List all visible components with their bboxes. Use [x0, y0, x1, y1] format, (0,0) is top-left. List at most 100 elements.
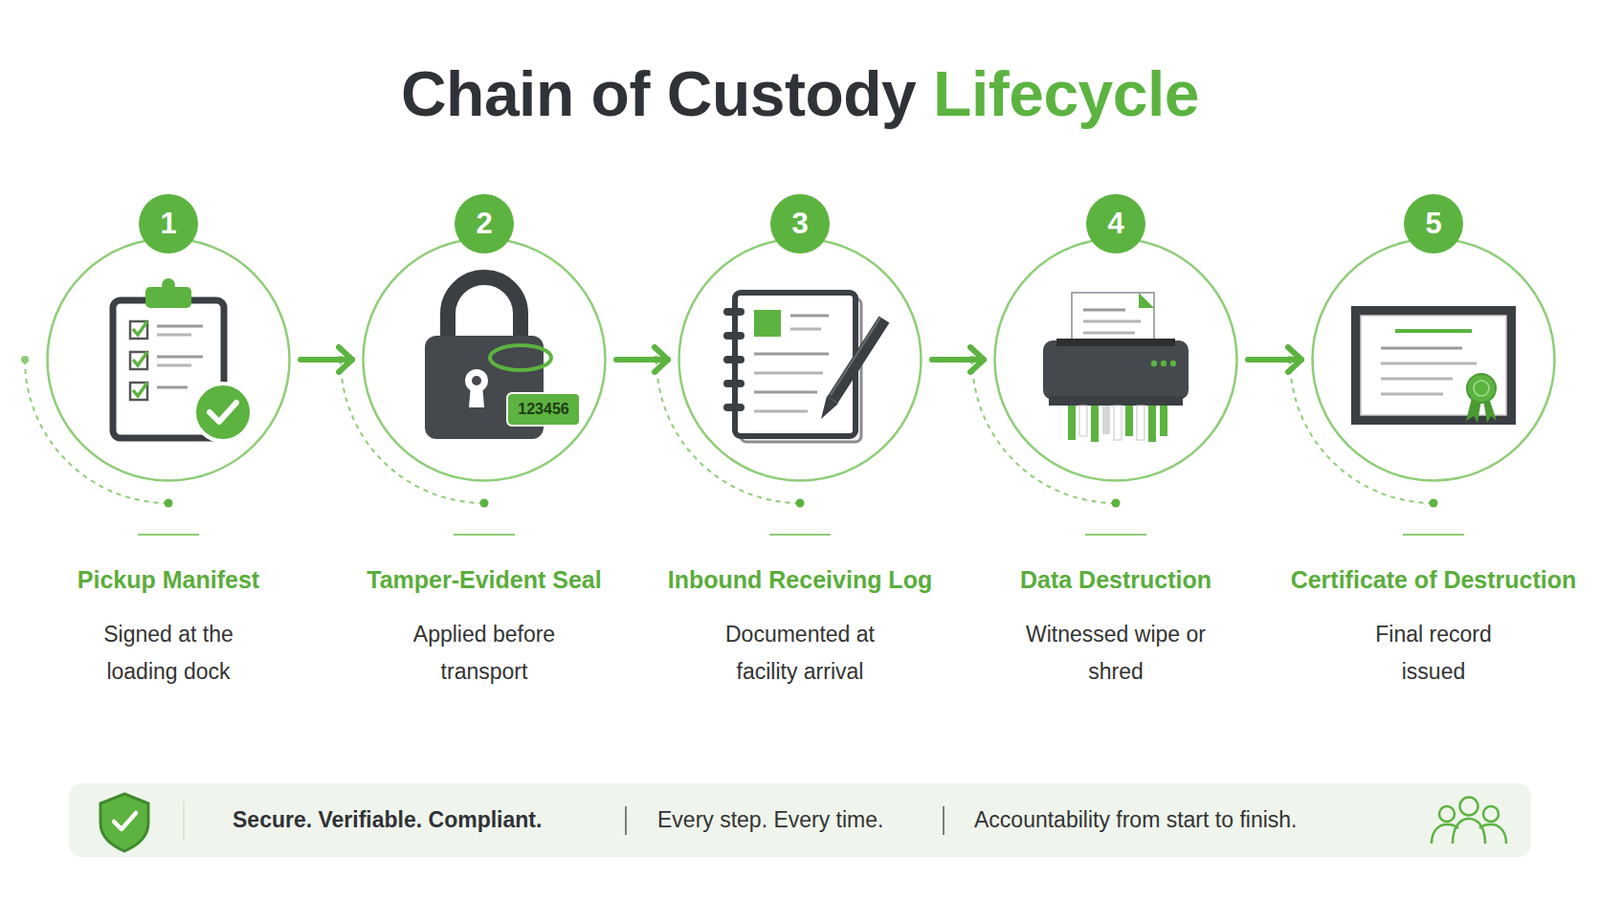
seal-number: 123456 — [507, 393, 580, 426]
step-circle: Tamper-Evident SealApplied before transp… — [361, 237, 607, 483]
notebook-icon — [723, 292, 885, 443]
step-ring — [45, 237, 291, 483]
arc-dot — [21, 355, 29, 364]
step-decor — [968, 355, 1147, 535]
step-title: Tamper-Evident Seal — [340, 560, 628, 600]
spiral-ring — [723, 355, 745, 364]
certificate-icon — [1351, 306, 1516, 425]
text-line — [1380, 393, 1444, 397]
arc-dot — [796, 499, 805, 509]
checkbox — [130, 352, 148, 370]
shredder-base — [1048, 396, 1183, 406]
status-light — [1170, 360, 1177, 367]
underline — [137, 533, 200, 536]
step-decor — [652, 355, 831, 535]
checkbox — [130, 321, 148, 339]
step-title: Inbound Receiving Log — [656, 560, 944, 600]
step-description: Signed at the loading dock — [77, 616, 260, 691]
seal-medal — [1473, 380, 1489, 397]
text-line — [156, 386, 188, 390]
shred-strip — [1113, 405, 1122, 441]
paper-sheet — [1071, 292, 1155, 353]
seal-medal — [1466, 374, 1496, 403]
certificate-frame — [1351, 306, 1516, 425]
step-decor — [336, 355, 515, 535]
arc-dot — [336, 355, 345, 364]
step-number-badge: 2 — [454, 194, 514, 254]
step-description: Witnessed wipe or shred — [1024, 616, 1207, 691]
step-circle: Pickup ManifestSigned at the loading doc… — [45, 237, 291, 483]
text-line — [156, 325, 203, 329]
check-mark — [133, 382, 148, 397]
step-title: Pickup Manifest — [24, 560, 312, 600]
shred-strip — [1136, 405, 1145, 441]
step-circle: Certificate of DestructionFinal record i… — [1311, 237, 1556, 483]
spiral-ring — [723, 379, 745, 388]
clipboard-icon — [112, 278, 252, 442]
step-number-badge: 3 — [770, 194, 830, 254]
arrow-head — [1288, 347, 1302, 373]
step-ring — [361, 237, 607, 483]
step-caption: Tamper-Evident SealApplied before transp… — [340, 560, 628, 691]
status-light — [1160, 360, 1167, 367]
certificate-heading-line — [1395, 329, 1472, 334]
keyhole — [468, 384, 485, 408]
step-number: 3 — [791, 206, 808, 241]
flow-arrow — [932, 347, 984, 373]
step-ring — [1311, 237, 1556, 483]
shredder-slot — [1056, 338, 1176, 347]
step-ring-circle — [995, 239, 1238, 482]
page-title: Chain of Custody Lifecycle — [400, 57, 1200, 131]
shred-strip — [1090, 405, 1099, 443]
text-line — [754, 391, 818, 395]
step-description: Final record issued — [1342, 616, 1525, 691]
dashed-arc — [1289, 359, 1434, 504]
arrow-head — [654, 347, 668, 373]
check-mark — [133, 352, 148, 366]
seal-ribbon — [1466, 398, 1482, 423]
arc-dot — [1429, 499, 1439, 509]
padlock-shackle — [447, 277, 521, 339]
underline — [1085, 533, 1147, 536]
text-line — [1083, 320, 1141, 324]
checkbox — [130, 382, 148, 400]
shred-strip — [1067, 405, 1076, 441]
photo-square — [754, 310, 781, 337]
notebook-page — [734, 292, 856, 437]
text-line — [754, 353, 829, 356]
step-ring-circle — [47, 239, 290, 482]
spiral-ring — [723, 403, 745, 412]
dashed-arc — [340, 359, 485, 504]
text-line — [156, 355, 203, 359]
status-light — [1151, 360, 1157, 367]
shredder-body — [1043, 340, 1189, 400]
padlock-icon — [424, 277, 580, 440]
arrow-head — [970, 347, 984, 373]
step-caption: Certificate of DestructionFinal record i… — [1289, 560, 1578, 691]
step-number-badge: 5 — [1403, 194, 1464, 254]
text-line — [1083, 332, 1135, 335]
step-number: 1 — [159, 206, 177, 241]
step-ring — [993, 237, 1239, 483]
clipboard-clip — [161, 278, 176, 292]
step-number-badge: 1 — [138, 194, 199, 254]
arc-dot — [1286, 355, 1294, 364]
step-decor — [21, 355, 200, 535]
tagline-band: Secure. Verifiable. Compliant.Every step… — [68, 783, 1532, 858]
step-number: 4 — [1107, 206, 1124, 241]
step-caption: Pickup ManifestSigned at the loading doc… — [24, 560, 312, 691]
keyhole — [465, 369, 489, 393]
clipboard-clip — [145, 287, 192, 309]
step-number: 5 — [1424, 206, 1442, 241]
step-caption: Inbound Receiving LogDocumented at facil… — [656, 560, 944, 691]
tagline-text: Every step. Every time. — [657, 783, 884, 858]
step-number: 2 — [475, 206, 492, 241]
arc-dot — [968, 355, 977, 364]
check-mark — [209, 402, 237, 423]
dashed-arc — [656, 359, 800, 504]
step-title: Data Destruction — [972, 560, 1260, 600]
check-mark — [133, 321, 148, 335]
underline — [453, 533, 515, 536]
